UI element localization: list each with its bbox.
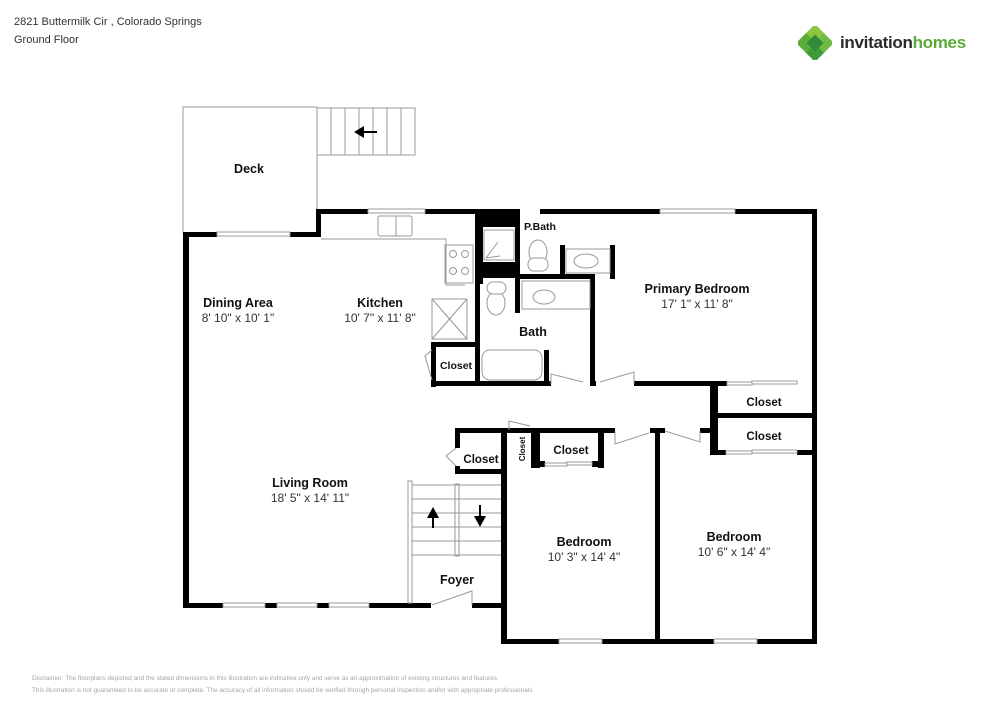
deck-area <box>182 106 318 234</box>
clover-diamond-logo-icon <box>798 26 832 60</box>
arrow-up-icon <box>427 507 439 528</box>
closet-label-hall-lower: Closet <box>746 431 781 443</box>
room-label-bath: Bath <box>519 325 547 339</box>
kitchen-counters <box>321 215 474 340</box>
windows <box>216 208 758 644</box>
room-dims-bedroom-2: 10' 6" x 14' 4" <box>698 545 770 559</box>
closet-label-kitchen: Closet <box>440 360 473 372</box>
property-address: 2821 Buttermilk Cir , Colorado Springs <box>14 16 202 28</box>
brand-logo: invitationhomes <box>798 26 966 60</box>
room-label-deck: Deck <box>234 162 264 176</box>
room-label-kitchen: Kitchen <box>357 296 403 310</box>
room-label-p-bath: P.Bath <box>524 221 556 233</box>
closet-sliders <box>544 380 798 467</box>
room-label-bedroom-2: Bedroom <box>707 530 762 544</box>
doors <box>424 349 701 606</box>
closet-label-bedroom: Closet <box>553 445 588 457</box>
brand-wordmark: invitationhomes <box>840 33 966 52</box>
closet-label-hall-upper: Closet <box>746 397 781 409</box>
room-dims-kitchen: 10' 7" x 11' 8" <box>344 311 416 325</box>
arrow-left-icon <box>354 126 377 138</box>
room-label-primary-bedroom: Primary Bedroom <box>645 282 750 296</box>
room-label-bedroom-1: Bedroom <box>557 535 612 549</box>
exterior-walls <box>183 209 817 644</box>
closet-label-stair: Closet <box>463 454 498 466</box>
closet-label-vertical: Closet <box>518 436 527 461</box>
room-label-living-room: Living Room <box>272 476 348 490</box>
room-label-foyer: Foyer <box>440 573 474 587</box>
disclaimer-line-2: This illustration is not guaranteed to b… <box>32 687 535 694</box>
disclaimer-line-1: Disclaimer: The floorplans depicted and … <box>32 675 499 682</box>
room-dims-dining-area: 8' 10" x 10' 1" <box>202 311 274 325</box>
room-dims-primary-bedroom: 17' 1" x 11' 8" <box>661 297 733 311</box>
bath-fixtures <box>481 229 611 381</box>
room-dims-bedroom-1: 10' 3" x 14' 4" <box>548 550 620 564</box>
foyer-stairs <box>407 480 501 604</box>
interior-walls <box>431 209 817 474</box>
floor-label: Ground Floor <box>14 34 79 46</box>
room-dims-living-room: 18' 5" x 14' 11" <box>271 491 349 505</box>
room-label-dining-area: Dining Area <box>203 296 274 310</box>
arrow-down-icon <box>474 505 486 527</box>
